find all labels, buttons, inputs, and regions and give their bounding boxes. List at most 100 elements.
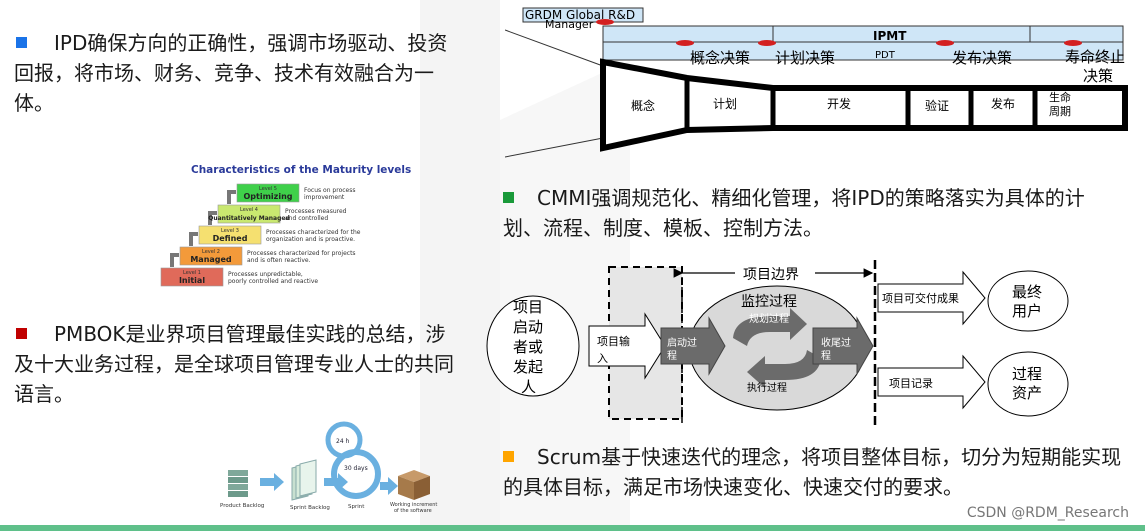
maturity-level-tag: Level 4 [240,207,258,213]
maturity-level-desc: Focus on process [304,187,355,194]
manager-label: Manager [545,18,594,31]
maturity-level-tag: Level 1 [183,270,201,276]
decision-concept: 概念决策 [690,49,750,67]
executing-label: 执行过程 [747,381,787,394]
bullet-marker [503,192,514,203]
boundary-label: 项目边界 [743,267,799,283]
input-arrow [588,312,666,380]
csdn-watermark: CSDN @RDM_Research [966,505,1129,521]
decision-eol-1: 寿命终止 [1065,48,1125,66]
maturity-level-name: Initial [179,276,205,285]
ipmt-bar [602,25,1124,43]
decision-plan: 计划决策 [775,49,835,67]
end-user-l1: 最终 [1012,283,1042,301]
deliverable-arrow [877,270,986,326]
maturity-level-desc: and is often reactive. [247,257,311,264]
phase-plan: 计划 [713,97,737,111]
product-backlog-label: Product Backlog [220,503,264,509]
record-arrow [877,354,986,410]
ipd-phase-diagram: GRDM Global R&D Manager IPMT PDT 概念决策 计划… [505,7,1128,158]
phase-release: 发布 [991,96,1015,111]
maturity-title: Characteristics of the Maturity levels [191,164,411,176]
cycle-30d: 30 days [344,465,368,472]
bullet-marker [503,451,514,462]
input-l1: 项目输 [597,334,630,348]
end-user-node [987,270,1069,332]
phase-concept: 概念 [631,98,655,113]
bullet-ipd-text: IPD确保方向的正确性，强调市场驱动、投资回报，将市场、财务、竞争、技术有效融合… [14,31,448,115]
grdm-label: GRDM Global R&D [525,8,635,22]
pdt-bar [602,41,1124,61]
maturity-level-name: Defined [213,234,248,243]
product-backlog-icon [228,470,248,497]
sprint-label: Sprint [348,504,365,510]
initiator-node [486,295,580,397]
bullet-pmbok-text: PMBOK是业界项目管理最佳实践的总结，涉及十大业务过程，是全球项目管理专业人士… [14,322,454,406]
maturity-level-tag: Level 2 [202,249,220,255]
decision-markers [596,19,1082,46]
phase-lifecycle-2: 周期 [1049,105,1071,118]
project-process-diagram: 项目边界 项目 启动 者或 发起 人 项目输 入 监控过程 启动过 程 规划过程… [486,260,1069,426]
phase-verify: 验证 [925,98,949,113]
decision-eol-2: 决策 [1083,67,1113,85]
sprint-backlog-icon [291,459,317,501]
increment-l1: Working increment [390,502,437,508]
sprint-backlog-label: Sprint Backlog [290,505,330,511]
phase-funnel [600,58,1128,152]
bullet-cmmi: CMMI强调规范化、精细化管理，将IPD的策略落实为具体的计划、流程、制度、模板… [503,183,1123,243]
initiator-l1: 项目 [513,298,543,316]
asset-l2: 资产 [1012,384,1042,402]
background-chevrons [420,0,630,531]
cycle-24h: 24 h [336,438,350,445]
bullet-scrum-text: Scrum基于快速迭代的理念，将项目整体目标，切分为短期能实现的具体目标，满足市… [503,445,1122,499]
process-asset-node [987,351,1069,417]
maturity-level-name: Quantitatively Managed [208,215,290,222]
scrum-diagram: 24 h 30 days Product Backlog Sprint Back… [220,421,437,514]
maturity-levels-diagram: Characteristics of the Maturity levels L… [160,164,411,287]
maturity-level-tag: Level 5 [259,186,277,192]
closing-l1: 收尾过 [821,336,851,349]
maturity-level-tag: Level 3 [221,228,239,234]
increment-box-icon [398,470,430,500]
planning-label: 规划过程 [749,312,789,325]
bullet-pmbok: PMBOK是业界项目管理最佳实践的总结，涉及十大业务过程，是全球项目管理专业人士… [14,319,464,409]
increment-l2: of the software [394,508,432,514]
input-l2: 入 [597,352,608,365]
sprint-cycle-icon [331,449,381,499]
bottom-accent-bar [0,525,1145,531]
end-user-l2: 用户 [1012,302,1042,320]
maturity-level-desc: Processes characterized for the [266,229,361,236]
deliverable-label: 项目可交付成果 [882,291,959,305]
maturity-level-desc: organization and is proactive. [266,236,355,243]
initiator-l4: 发起 [513,358,543,376]
ipmt-label: IPMT [873,29,907,43]
initiating-arrow [660,316,726,376]
record-label: 项目记录 [889,377,933,390]
maturity-level-name: Managed [190,255,232,264]
bullet-scrum: Scrum基于快速迭代的理念，将项目整体目标，切分为短期能实现的具体目标，满足市… [503,442,1123,502]
maturity-level-desc: poorly controlled and reactive [228,278,318,285]
grdm-bar [522,7,644,23]
planning-arrow [733,308,807,346]
bullet-marker [16,328,27,339]
bullet-ipd: IPD确保方向的正确性，强调市场驱动、投资回报，将市场、财务、竞争、技术有效融合… [14,28,464,118]
executing-arrow [747,350,821,388]
maturity-level-desc: Processes unpredictable, [228,271,303,278]
phase-develop: 开发 [827,96,851,111]
initiating-l1: 启动过 [667,336,697,349]
closing-l2: 程 [821,350,831,362]
initiator-l5: 人 [521,378,536,396]
decision-release: 发布决策 [952,49,1012,67]
maturity-level-desc: Processes measured [285,208,347,215]
asset-l1: 过程 [1012,365,1042,383]
monitoring-label: 监控过程 [741,294,797,310]
initiator-l3: 者或 [513,338,543,356]
closing-arrow [812,316,874,376]
initiating-l2: 程 [667,350,677,362]
maturity-level-name: Optimizing [244,192,293,201]
phase-lifecycle-1: 生命 [1049,90,1071,104]
